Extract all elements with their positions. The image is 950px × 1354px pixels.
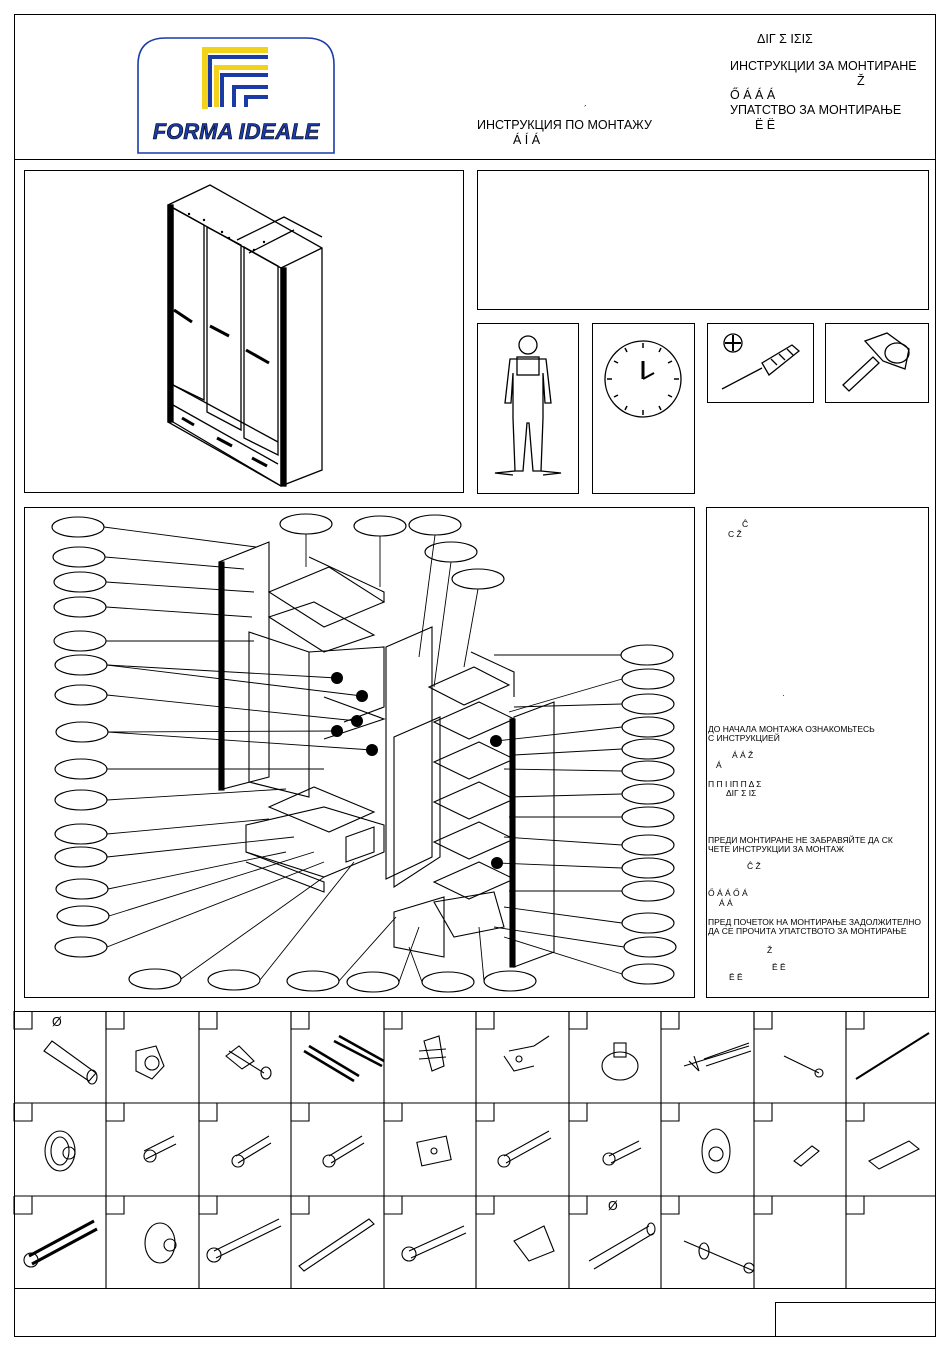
title-mark: ´ xyxy=(584,104,587,114)
title-line-2: ИНСТРУКЦИИ ЗА МОНТИРАНЕ xyxy=(730,59,917,73)
screwdriver-icon xyxy=(721,333,801,390)
hammer-icon xyxy=(842,332,910,392)
hammer-panel xyxy=(825,323,929,403)
screwdriver-panel xyxy=(707,323,814,403)
note-mk-2: ДА СЕ ПРОЧИТА УПАТСТВОТО ЗА МОНТИРАЊЕ xyxy=(708,926,907,936)
notes-panel xyxy=(706,507,929,998)
page-number-box xyxy=(775,1302,936,1337)
note-ru-1: ДО НАЧАЛА МОНТАЖА ОЗНАКОМЬТЕСЬ xyxy=(708,724,875,734)
page-frame xyxy=(14,14,936,1337)
logo-text: FORMA IDEALE xyxy=(153,119,321,144)
diameter-label-1: Ø xyxy=(52,1015,62,1029)
note-bg-2: ЧЕТЕ ИНСТРУКЦИИ ЗА МОНТАЖ xyxy=(708,844,844,854)
clock-panel xyxy=(592,323,695,494)
note-line-5: Á Á xyxy=(719,898,733,908)
note-mk-1: ПРЕД ПОЧЕТОК НА МОНТИРАЊЕ ЗАДОЛЖИТЕЛНО xyxy=(708,917,921,927)
diameter-label-2: Ø xyxy=(608,1199,618,1213)
title-line-6: Ë Ë xyxy=(755,118,776,132)
title-line-4: Ő Á Á Á xyxy=(730,88,776,102)
wardrobe-illustration xyxy=(167,184,323,487)
hardware-grid-top-border xyxy=(14,1011,936,1013)
person-panel xyxy=(477,323,579,494)
note-line-2: Á xyxy=(716,760,722,770)
note-line-3: Ĉ Ž xyxy=(747,861,761,871)
hardware-grid-bottom-border xyxy=(14,1288,936,1290)
note-line-6: Ž xyxy=(767,945,773,955)
person-icon xyxy=(494,335,562,476)
note-line-1: Á Á Ž xyxy=(732,750,754,760)
title-ru: ИНСТРУКЦИЯ ПО МОНТАЖУ xyxy=(477,118,652,132)
hardware-grid xyxy=(13,1011,936,1289)
header-divider xyxy=(14,159,936,161)
note-dot: · xyxy=(782,690,785,700)
note-line-top-2: C Ž xyxy=(728,529,742,539)
exploded-view-illustration xyxy=(51,513,677,993)
title-ru-sub: Á Í Á xyxy=(513,133,541,147)
note-line-7: Ë Ë xyxy=(772,962,786,972)
title-line-5: УПАТСТВО ЗА МОНТИРАЊЕ xyxy=(730,103,902,117)
exploded-view-box xyxy=(24,507,695,998)
note-bg-1: ПРЕДИ МОНТИРАНЕ НЕ ЗАБРАВЯЙТЕ ДА СК xyxy=(708,835,893,845)
title-line-3: Ž xyxy=(857,74,865,88)
info-panel xyxy=(477,170,929,310)
brand-logo: FORMA IDEALE xyxy=(137,37,335,154)
note-line-top-1: Ĉ xyxy=(742,519,749,529)
note-gr-1: Π Π Ι ΙΠ Π Δ Σ xyxy=(708,779,762,789)
note-gr-2: ΔΙΓ Σ ΙΣ xyxy=(726,788,757,798)
note-line-8: Ë Ë xyxy=(729,972,743,982)
note-ru-2: С ИНСТРУКЦИЕЙ xyxy=(708,733,780,743)
note-line-4: Ő Á Á Ő Á xyxy=(708,888,748,898)
title-line-1: ΔΙΓ Σ ΙΣΙΣ xyxy=(757,32,813,46)
product-preview-box xyxy=(24,170,464,493)
clock-icon xyxy=(604,340,682,418)
